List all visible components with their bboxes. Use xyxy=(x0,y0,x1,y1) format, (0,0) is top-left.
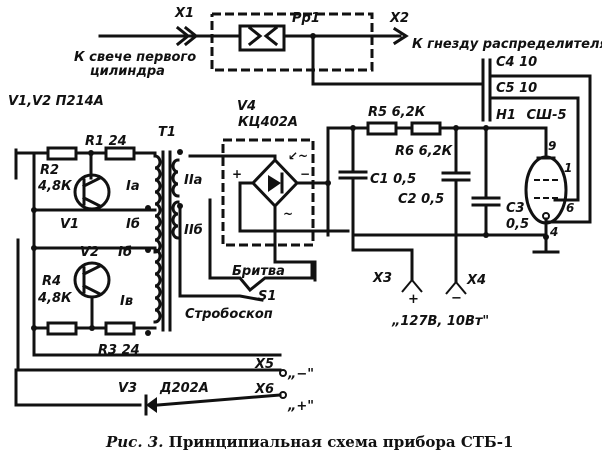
neon-lamp-h1 xyxy=(524,140,568,254)
x3-polarity: + xyxy=(408,292,419,307)
transformer-t1 xyxy=(145,149,183,336)
c3-ref-label: С3 xyxy=(506,201,525,216)
c3-val-label: 0,5 xyxy=(506,217,529,232)
c5-label: С5 10 xyxy=(496,81,537,96)
h1-label: H1 СШ-5 xyxy=(496,108,567,123)
x3-label: X3 xyxy=(372,271,392,286)
x2-note: К гнезду распределителя xyxy=(412,37,602,52)
spark-gap-pr1 xyxy=(198,12,482,86)
x5-label: X5 xyxy=(254,357,274,372)
r2-ref: R2 xyxy=(40,163,59,178)
lamp-pin-9: 9 xyxy=(548,139,556,153)
r4-val: 4,8К xyxy=(37,291,73,306)
winding-ib-1: Iб xyxy=(126,217,140,232)
capacitors-c4-c5 xyxy=(481,58,592,224)
winding-iia: IIа xyxy=(184,173,202,188)
mains-plug-x3-x4 xyxy=(351,233,467,295)
x3-x4-note: „127В, 10Вт" xyxy=(391,314,489,329)
x6-label: X6 xyxy=(254,382,274,397)
r4-ref: R4 xyxy=(42,274,61,289)
diode-bridge-v4: ↙~ + − ~ xyxy=(188,126,350,282)
transistors-label: V1,V2 П214А xyxy=(8,94,104,109)
v2-label: V2 xyxy=(80,245,99,260)
x4-polarity: − xyxy=(451,291,462,306)
rc-network xyxy=(326,121,549,284)
x2-label: X2 xyxy=(389,11,409,26)
switch-pos-strobe: Стробоскоп xyxy=(185,307,273,322)
x1-label: X1 xyxy=(174,6,194,21)
winding-iv: Iв xyxy=(120,294,133,309)
r1-label: R1 24 xyxy=(85,134,127,149)
svg-text:↙~: ↙~ xyxy=(288,149,308,163)
input-line-x1 xyxy=(98,25,202,47)
t1-label: T1 xyxy=(158,125,176,140)
r3-label: R3 24 xyxy=(98,343,140,358)
v4-type-label: КЦ402А xyxy=(238,115,298,130)
winding-iib: IIб xyxy=(184,223,203,238)
r6-label: R6 6,2К xyxy=(395,144,454,159)
x4-label: X4 xyxy=(466,273,486,288)
v4-ref-label: V4 xyxy=(237,99,256,114)
oscillator xyxy=(14,146,282,372)
c2-label: С2 0,5 xyxy=(398,192,444,207)
x5-polarity: „−" xyxy=(287,367,314,382)
svg-text:~: ~ xyxy=(283,207,293,221)
r2-val: 4,8К xyxy=(37,179,73,194)
lamp-pin-4: 4 xyxy=(549,225,558,239)
switch-s1 xyxy=(178,198,314,302)
lamp-pin-1: 1 xyxy=(564,161,572,175)
switch-pos-shaver: Бритва xyxy=(232,264,285,279)
dc-output xyxy=(14,368,287,416)
lamp-pin-6: 6 xyxy=(566,201,574,215)
x6-polarity: „+" xyxy=(287,399,314,414)
v3-ref-label: V3 xyxy=(118,381,137,396)
winding-ia: Iа xyxy=(126,179,140,194)
c4-label: С4 10 xyxy=(496,55,537,70)
x1-note-line2: цилиндра xyxy=(90,64,165,79)
v1-label: V1 xyxy=(60,217,79,232)
spark-gap-label: Рр1 xyxy=(292,11,320,26)
x1-note-line1: К свече первого xyxy=(74,50,196,65)
figure-caption: Рис. 3. Принципиальная схема прибора СТБ… xyxy=(105,433,513,451)
switch-ref-label: S1 xyxy=(258,289,276,304)
svg-text:+: + xyxy=(232,167,242,181)
c1-label: С1 0,5 xyxy=(370,172,416,187)
r5-label: R5 6,2К xyxy=(368,105,427,120)
v3-type-label: Д202А xyxy=(159,381,209,396)
svg-text:−: − xyxy=(300,167,310,181)
